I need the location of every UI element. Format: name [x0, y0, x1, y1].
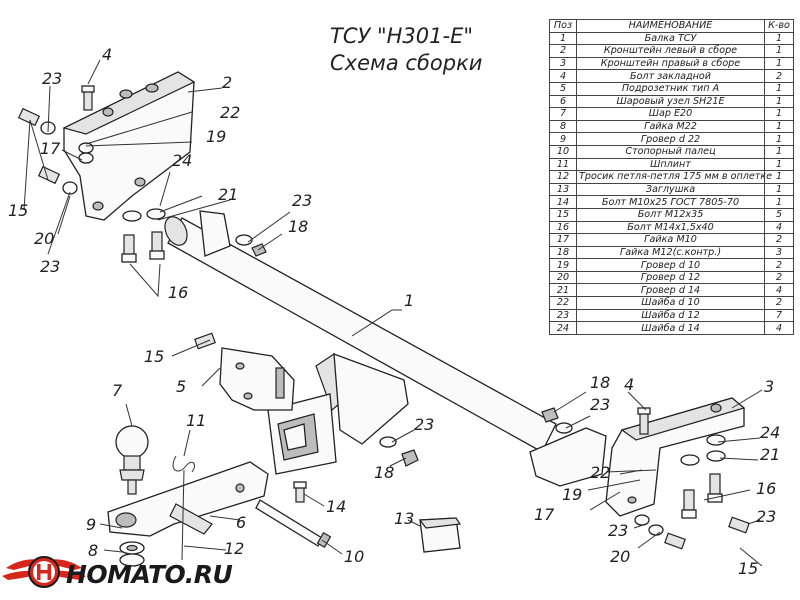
callout-10: 10: [344, 547, 364, 566]
washers-group: [40, 121, 726, 536]
callout-15-left-bottom: 15: [144, 347, 164, 366]
callout-15-right: 15: [738, 559, 758, 578]
part-quantity: 1: [764, 170, 794, 184]
logo-text[interactable]: HOMATO.RU: [66, 560, 233, 589]
socket-plate-part: [219, 347, 295, 411]
callout-18-right: 18: [590, 373, 610, 392]
callout-2: 2: [222, 73, 232, 92]
callout-12: 12: [224, 539, 244, 558]
callout-17-right: 17: [534, 505, 555, 524]
part-quantity: 5: [764, 207, 794, 222]
callout-23-left-bottom: 23: [40, 257, 60, 276]
callout-23-right: 23: [756, 507, 776, 526]
callout-22-right: 22: [590, 463, 610, 482]
callout-16-right: 16: [756, 479, 776, 498]
callout-21-left: 21: [218, 185, 238, 204]
callout-19-left: 19: [206, 127, 226, 146]
callout-16-left: 16: [168, 283, 188, 302]
callout-1: 1: [404, 291, 414, 310]
beam-part: [164, 210, 607, 487]
part-quantity: 1: [764, 94, 794, 109]
callout-24-right: 24: [760, 423, 780, 442]
callout-24-left: 24: [172, 151, 192, 170]
left-bracket-part: [62, 71, 196, 221]
callout-18-top: 18: [288, 217, 308, 236]
callout-7: 7: [112, 381, 123, 400]
callout-11: 11: [186, 411, 206, 430]
callout-23-left-top: 23: [42, 69, 62, 88]
cotter-pin-part: [172, 455, 195, 561]
lock-pin-part: [255, 499, 332, 549]
callout-4-right: 4: [624, 375, 634, 394]
diagram-title: ТСУ "H301-E": [330, 24, 474, 48]
tow-ball-part: [115, 425, 149, 495]
callout-21-right: 21: [760, 445, 780, 464]
homato-wing-logo-icon: [2, 556, 86, 588]
part-quantity: 4: [764, 321, 794, 335]
callout-9: 9: [86, 515, 96, 534]
washer-m22-part: [119, 541, 145, 567]
callout-18-middle: 18: [374, 463, 394, 482]
callout-17-left: 17: [40, 139, 61, 158]
callout-6: 6: [236, 513, 246, 532]
callout-8: 8: [88, 541, 98, 560]
callout-5: 5: [176, 377, 186, 396]
ball-mount-part: [107, 461, 269, 537]
callout-20-left: 20: [34, 229, 54, 248]
callout-23-right-top: 23: [590, 395, 610, 414]
diagram-subtitle: Схема сборки: [330, 51, 483, 75]
callouts: 1 2 3 4 4 5 6 7 8 9 10 11 12 13 14 15 15…: [8, 45, 780, 578]
callout-13: 13: [394, 509, 414, 528]
leader-lines: [23, 59, 763, 567]
plug-part: [418, 517, 462, 553]
callout-23-center: 23: [414, 415, 434, 434]
callout-3: 3: [764, 377, 774, 396]
callout-14: 14: [326, 497, 346, 516]
callout-19-right: 19: [562, 485, 582, 504]
callout-15-left-top: 15: [8, 201, 28, 220]
callout-23-right-bottom: 23: [608, 521, 628, 540]
callout-23-center-top: 23: [292, 191, 312, 210]
callout-4-left: 4: [102, 45, 112, 64]
callout-22-left: 22: [220, 103, 240, 122]
callout-20-right: 20: [610, 547, 630, 566]
